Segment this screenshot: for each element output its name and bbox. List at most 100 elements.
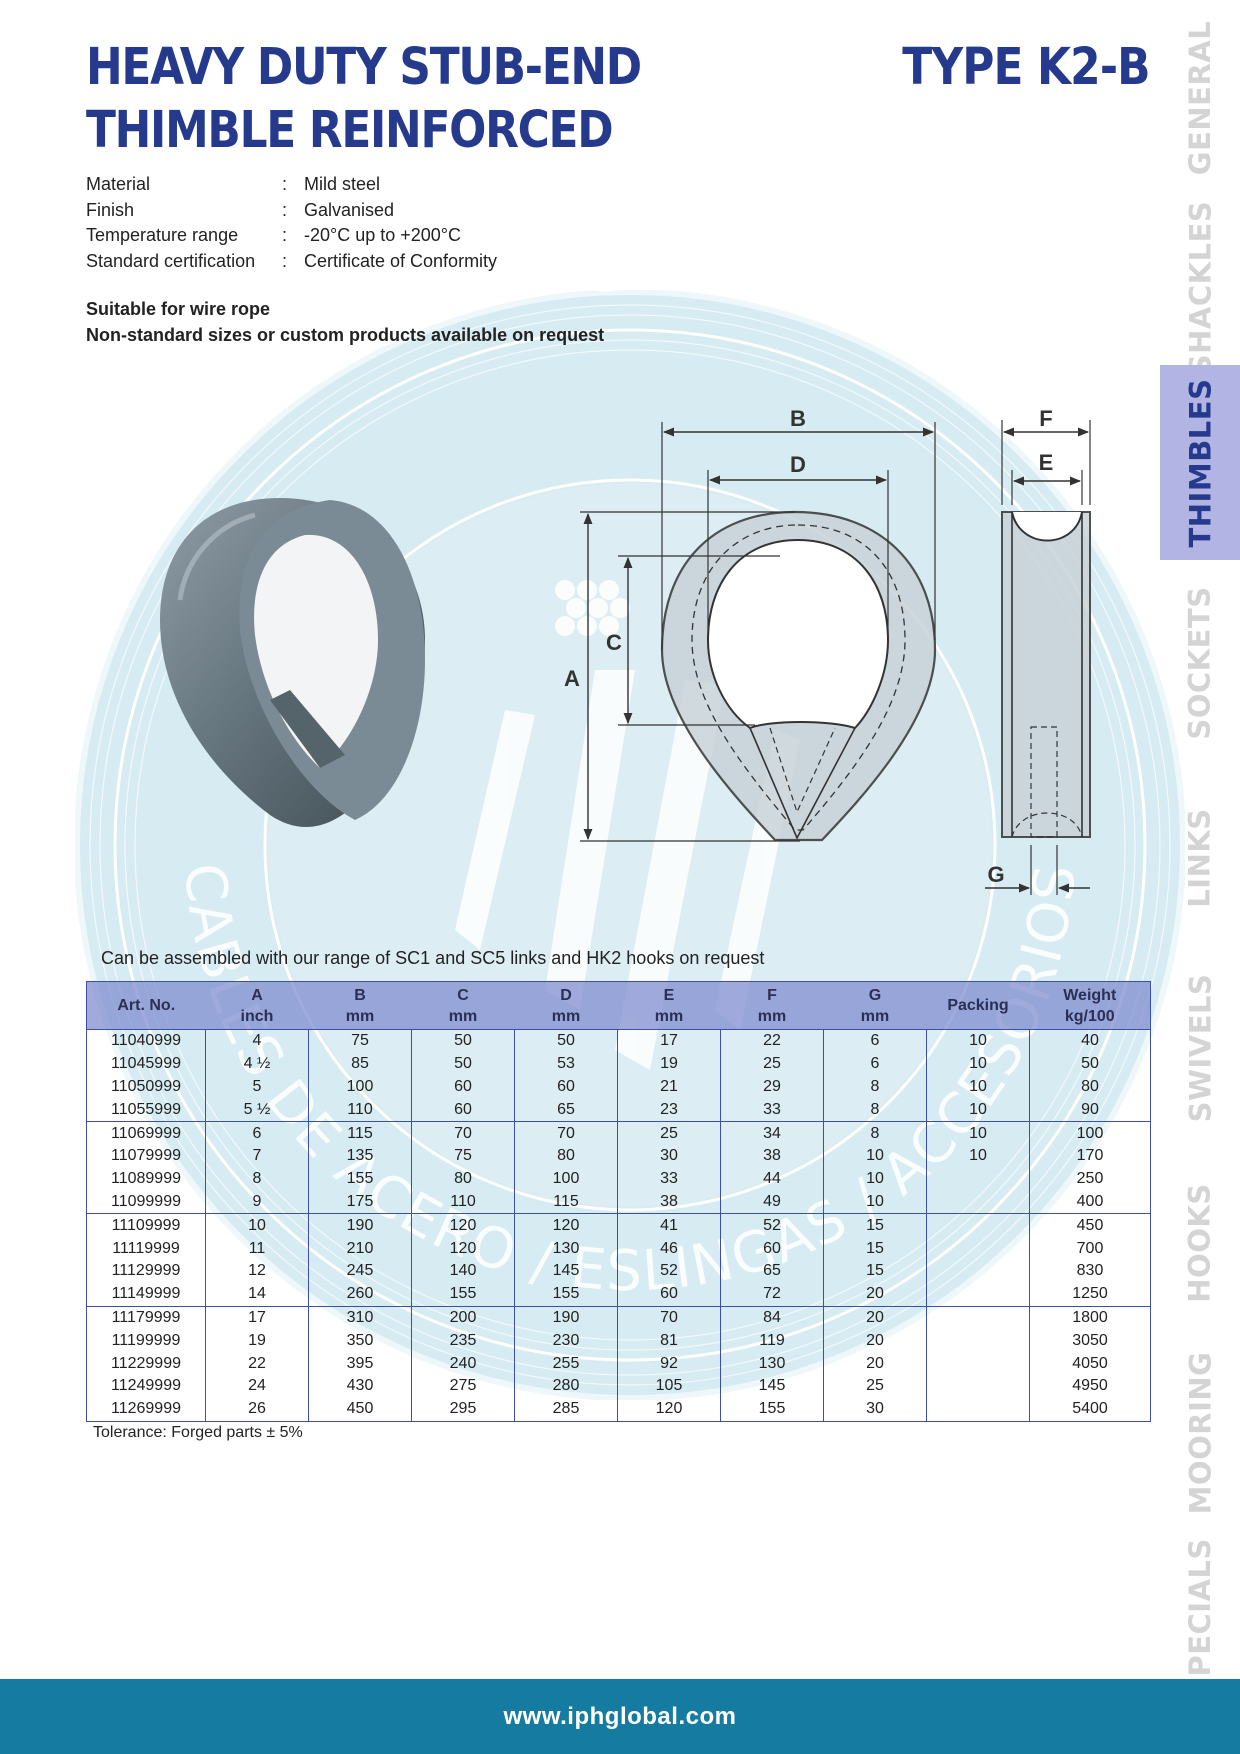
table-cell xyxy=(926,1397,1030,1422)
table-cell: 5400 xyxy=(1029,1397,1151,1422)
table-cell: 41 xyxy=(617,1213,721,1238)
table-cell: 145 xyxy=(514,1259,618,1283)
table-cell: 30 xyxy=(617,1144,721,1168)
table-cell: 8 xyxy=(205,1167,309,1191)
sidebar-tab-links[interactable]: LINKS xyxy=(1160,760,1240,955)
table-cell: 75 xyxy=(411,1144,515,1168)
sidebar-tab-label: THIMBLES xyxy=(1183,378,1218,547)
table-cell: 60 xyxy=(411,1075,515,1099)
table-cell: 6 xyxy=(823,1029,927,1053)
sidebar-tab-label: MOORING xyxy=(1183,1351,1218,1514)
product-drawing: B D A C F E G xyxy=(160,406,1091,895)
sidebar-tab-label: SHACKLES xyxy=(1183,200,1217,375)
dim-label-f: F xyxy=(1039,406,1052,431)
table-cell: 19 xyxy=(205,1329,309,1353)
table-cell: 450 xyxy=(308,1397,412,1422)
thimble-3d-image xyxy=(160,498,425,827)
table-cell: 23 xyxy=(617,1098,721,1123)
table-cell: 395 xyxy=(308,1352,412,1375)
dim-label-c: C xyxy=(606,630,622,655)
sidebar-tab-thimbles[interactable]: THIMBLES xyxy=(1160,365,1240,560)
table-cell: 100 xyxy=(308,1075,412,1099)
note-wire-rope: Suitable for wire rope xyxy=(86,299,271,319)
column-name: E xyxy=(663,986,675,1004)
table-cell: 170 xyxy=(1029,1144,1151,1168)
table-cell: 15 xyxy=(823,1237,927,1260)
table-cell: 105 xyxy=(617,1374,721,1398)
spec-value: -20°C up to +200°C xyxy=(304,225,461,246)
sidebar-tab-sockets[interactable]: SOCKETS xyxy=(1160,565,1240,760)
table-cell: 120 xyxy=(411,1237,515,1260)
table-cell: 80 xyxy=(411,1167,515,1191)
dim-label-a: A xyxy=(564,666,580,691)
table-cell: 350 xyxy=(308,1329,412,1353)
table-cell: 49 xyxy=(720,1190,824,1215)
table-cell: 8 xyxy=(823,1075,927,1099)
table-cell: 65 xyxy=(720,1259,824,1283)
table-cell xyxy=(926,1213,1030,1238)
table-cell: 60 xyxy=(617,1282,721,1307)
table-cell xyxy=(926,1167,1030,1191)
table-cell: 110 xyxy=(411,1190,515,1215)
table-cell: 11149999 xyxy=(86,1282,206,1307)
thimble-front-view: B D A C xyxy=(564,406,937,842)
table-cell: 10 xyxy=(823,1167,927,1191)
table-cell: 3050 xyxy=(1029,1329,1151,1353)
column-unit: kg/100 xyxy=(1064,1007,1115,1025)
column-name: D xyxy=(560,986,572,1004)
column-unit: mm xyxy=(860,1007,890,1025)
table-cell: 11079999 xyxy=(86,1144,206,1168)
table-cell: 119 xyxy=(720,1329,824,1353)
table-cell xyxy=(926,1306,1030,1330)
spec-row: Temperature range:-20°C up to +200°C xyxy=(86,223,606,249)
table-cell: 250 xyxy=(1029,1167,1151,1191)
dim-label-b: B xyxy=(790,406,806,431)
sidebar-tab-shackles[interactable]: SHACKLES xyxy=(1160,190,1240,385)
table-cell: 65 xyxy=(514,1098,618,1123)
table-cell: 8 xyxy=(823,1121,927,1145)
tolerance-note: Tolerance: Forged parts ± 5% xyxy=(93,1424,303,1441)
spec-label: Standard certification xyxy=(86,250,256,271)
table-cell xyxy=(926,1190,1030,1215)
table-cell xyxy=(926,1374,1030,1398)
table-cell: 230 xyxy=(514,1329,618,1353)
table-cell: 11050999 xyxy=(86,1075,206,1099)
footer-url-link[interactable]: www.iphglobal.com xyxy=(503,1702,737,1730)
sidebar-tab-mooring[interactable]: MOORING xyxy=(1160,1335,1240,1530)
watermark-text-top: Soluciones IPH xyxy=(75,290,844,312)
table-cell: 50 xyxy=(1029,1052,1151,1076)
table-cell: 24 xyxy=(205,1374,309,1398)
product-type: TYPE K2-B xyxy=(902,38,1151,97)
table-cell: 44 xyxy=(720,1167,824,1191)
assembly-note: Can be assembled with our range of SC1 a… xyxy=(101,948,765,968)
table-cell: 1800 xyxy=(1029,1306,1151,1330)
table-cell: 52 xyxy=(720,1213,824,1238)
sidebar-tab-hooks[interactable]: HOOKS xyxy=(1160,1145,1240,1340)
sidebar-tab-general[interactable]: GENERAL xyxy=(1160,0,1240,195)
table-cell: 21 xyxy=(617,1075,721,1099)
table-cell: 11040999 xyxy=(86,1029,206,1053)
spec-row: Material:Mild steel xyxy=(86,172,606,198)
table-cell: 20 xyxy=(823,1352,927,1375)
sidebar-tab-swivels[interactable]: SWIVELS xyxy=(1160,950,1240,1145)
table-cell: 11269999 xyxy=(86,1397,206,1422)
table-cell: 200 xyxy=(411,1306,515,1330)
table-cell: 75 xyxy=(308,1029,412,1053)
table-cell: 33 xyxy=(617,1167,721,1191)
dim-label-d: D xyxy=(790,452,806,477)
table-cell: 155 xyxy=(720,1397,824,1422)
table-cell: 14 xyxy=(205,1282,309,1307)
column-name: Art. No. xyxy=(117,997,176,1014)
table-cell: 19 xyxy=(617,1052,721,1076)
table-cell: 17 xyxy=(617,1029,721,1053)
table-cell: 25 xyxy=(617,1121,721,1145)
dim-label-g: G xyxy=(987,862,1004,887)
